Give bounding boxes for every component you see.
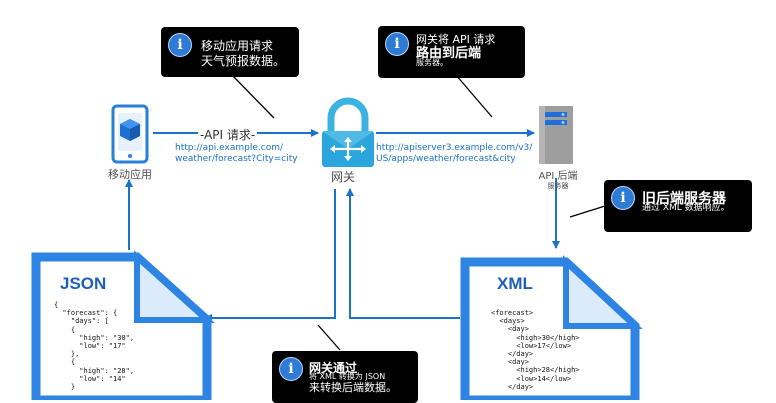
client-url-line2: weather/forecast?City=city [175, 154, 298, 164]
json-code-line: "days": [ [54, 317, 109, 326]
backend-label-main: API 后端 [538, 171, 578, 182]
backend-label-sub: 服务器 [547, 182, 569, 190]
backend-url-line1: http://apiserver3.example.com/v3/ [376, 143, 533, 153]
callout-legacy-backend: i 旧后端服务器 通过 XML 数据响应。 [604, 180, 752, 232]
callout-mobile-request: i 移动应用请求 天气预报数据。 [161, 27, 299, 77]
leader-line-legacy-backend [569, 205, 606, 218]
xml-code-line: <high>30</high> [491, 333, 580, 342]
client-url-line1: http://api.example.com/ [175, 143, 284, 153]
gateway-lock-icon [322, 97, 374, 167]
json-code-line: "low": "14" [54, 374, 126, 383]
mobile-app-label: 移动应用 [108, 168, 152, 181]
callout-legacy-backend-line2: 通过 XML 数据响应。 [642, 203, 730, 213]
json-code-line: "high": "30", [54, 333, 135, 342]
callout-gateway-transform-line1: 网关通过 [309, 361, 358, 375]
json-code-line: "low": "17" [54, 342, 126, 351]
arrow-xml-to-gateway [346, 188, 460, 319]
server-icon [539, 106, 573, 164]
info-icon: i [168, 33, 192, 57]
client-url: http://api.example.com/ weather/forecast… [175, 143, 298, 165]
xml-code-line: <day> [491, 358, 529, 367]
xml-code-line: <high>28</high> [491, 366, 580, 375]
xml-code-line: <days> [491, 317, 525, 326]
callout-gateway-route: i 网关将 API 请求 路由到后端 服务器。 [378, 26, 525, 78]
callout-gateway-transform-line3: 来转换后端数据。 [309, 381, 397, 394]
xml-document-title: XML [497, 274, 533, 293]
info-icon: i [385, 32, 409, 56]
xml-document-shape [460, 255, 643, 400]
json-code-line: "forecast": { [54, 309, 118, 318]
json-document-title: JSON [60, 274, 107, 293]
xml-document-code: <forecast> <days> <day> <high>30</high> … [491, 309, 580, 391]
callout-legacy-backend-line1: 旧后端服务器 [642, 191, 726, 207]
leader-line-gateway-transform [317, 324, 341, 351]
backend-url-line2: US/apps/weather/forecast&city [376, 154, 516, 164]
xml-code-line: </day> [491, 350, 534, 359]
leader-line-mobile-request [231, 74, 275, 119]
callout-gateway-route-line1: 网关将 API 请求 [416, 33, 496, 46]
callout-gateway-route-line2: 路由到后端 [416, 46, 482, 61]
callout-mobile-request-line2: 天气预报数据。 [201, 54, 286, 68]
gateway-label: 网关 [331, 170, 356, 184]
info-icon: i [279, 357, 303, 381]
json-code-line: { [54, 358, 76, 367]
json-code-line: "high": "28", [54, 366, 135, 375]
callout-mobile-request-line1: 移动应用请求 [201, 39, 274, 53]
json-document-shape [31, 250, 215, 400]
callout-gateway-transform: i 网关通过 将 XML 转换为 JSON 来转换后端数据。 [272, 351, 418, 403]
backend-label: API 后端 服务器 [534, 167, 582, 190]
xml-code-line: </day> [491, 382, 534, 391]
backend-url: http://apiserver3.example.com/v3/ US/app… [376, 143, 532, 165]
json-code-line: } [54, 383, 76, 392]
json-code-line: }, [54, 350, 80, 359]
xml-code-line: <low>14</low> [491, 374, 572, 383]
info-icon: i [611, 186, 635, 210]
json-code-line: { [54, 301, 59, 309]
arrow-gateway-to-json [204, 189, 336, 322]
leader-line-gateway-route [455, 74, 493, 118]
mobile-phone-icon [111, 104, 149, 164]
api-request-label: -API 请求- [198, 126, 258, 143]
json-code-line: { [54, 325, 76, 334]
callout-gateway-transform-line2: 将 XML 转换为 JSON [309, 372, 386, 381]
callout-gateway-route-line3: 服务器。 [416, 58, 448, 67]
xml-code-line: <low>17</low> [491, 341, 572, 350]
json-document-code: { "forecast": { "days": [ { "high": "30"… [54, 301, 134, 391]
xml-code-line: <day> [491, 325, 529, 334]
xml-code-line: <forecast> [491, 309, 534, 317]
